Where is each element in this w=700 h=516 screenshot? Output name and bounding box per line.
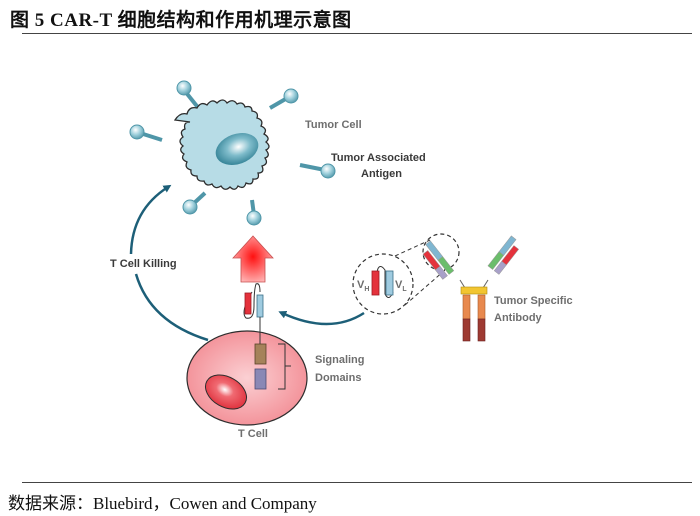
tumor-antigens bbox=[129, 80, 336, 226]
tumor-specific-antibody bbox=[422, 233, 520, 342]
car-vh-domain bbox=[244, 292, 252, 315]
vl-label: VL bbox=[395, 279, 407, 293]
car-vl-domain bbox=[256, 294, 264, 318]
tumor-antibody-label-line1: Tumor Specific bbox=[494, 295, 573, 307]
data-source: 数据来源：Bluebird，Cowen and Company bbox=[8, 494, 317, 513]
car-t-diagram: Tumor Cell Tumor Associated Antigen T Ce… bbox=[110, 80, 573, 440]
t-cell-killing-label: T Cell Killing bbox=[110, 258, 177, 270]
antigen-icon bbox=[268, 88, 299, 110]
antigen-icon bbox=[299, 163, 336, 179]
signaling-bracket bbox=[278, 343, 291, 390]
tumor-nucleus bbox=[215, 133, 259, 165]
antibody-hinge bbox=[460, 286, 488, 295]
scfv-vh bbox=[371, 270, 380, 296]
figure-title: 图 5 CAR-T 细胞结构和作用机理示意图 bbox=[10, 10, 352, 31]
signaling-domain-2 bbox=[254, 368, 267, 390]
signaling-domain-1 bbox=[254, 343, 267, 365]
scfv-vl bbox=[385, 270, 394, 296]
antigen-icon bbox=[176, 80, 202, 112]
tumor-antigen-label-line2: Antigen bbox=[361, 168, 402, 180]
antigen-icon bbox=[182, 191, 207, 215]
tumor-antibody-label-line2: Antibody bbox=[494, 312, 543, 324]
signaling-label-line2: Domains bbox=[315, 372, 361, 384]
tumor-cell-label: Tumor Cell bbox=[305, 119, 362, 131]
vh-label: VH bbox=[357, 279, 369, 293]
t-cell-killing-arrow-bottom bbox=[134, 273, 209, 342]
activation-up-arrow bbox=[232, 235, 274, 283]
car-receptor bbox=[243, 283, 291, 390]
antigen-icon bbox=[129, 124, 163, 142]
scfv-callout: VH VL bbox=[352, 239, 446, 315]
t-cell-label: T Cell bbox=[238, 428, 268, 440]
t-cell-killing-arrow-top bbox=[129, 184, 172, 255]
source-divider bbox=[22, 482, 692, 483]
title-divider bbox=[22, 33, 692, 34]
signaling-label-line1: Signaling bbox=[315, 354, 365, 366]
t-cell bbox=[186, 330, 308, 426]
t-cell-nucleus bbox=[205, 374, 247, 410]
tumor-antigen-label-line1: Tumor Associated bbox=[331, 152, 426, 164]
antigen-icon bbox=[246, 199, 262, 226]
scfv-to-car-arrow bbox=[278, 311, 365, 326]
